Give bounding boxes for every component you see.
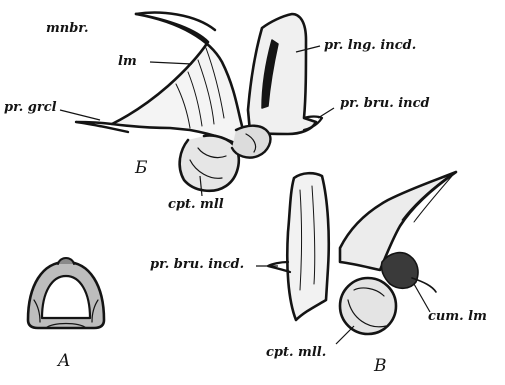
figure-a-drawing: [28, 258, 104, 328]
malleus-head-c: [340, 278, 396, 334]
ring-knob: [58, 258, 74, 264]
label-cum-lm: cum. lm: [428, 310, 487, 323]
leader-pr-bru-incd-top: [318, 108, 334, 118]
label-pr-bru-incd-top: pr. bru. incd: [340, 97, 430, 110]
label-lm: lm: [118, 55, 137, 68]
figure-b-drawing: [76, 13, 322, 191]
malleus-head: [180, 136, 239, 191]
label-pr-grcl: pr. grcl: [4, 101, 57, 114]
label-pr-bru-incd-bottom: pr. bru. incd.: [150, 258, 244, 271]
label-cpt-mll-top: cpt. mll: [168, 198, 224, 211]
incus-column: [287, 173, 328, 320]
label-pr-lng-incd: pr. lng. incd.: [324, 39, 416, 52]
leader-cum-lm: [414, 284, 430, 312]
incus-body: [248, 14, 316, 134]
leader-lm: [150, 62, 192, 64]
figure-letter-c: В: [374, 358, 387, 375]
leader-pr-grcl: [60, 110, 100, 120]
figure-letter-b: Б: [135, 160, 148, 177]
lamina-recess: [381, 253, 418, 289]
figure-letter-a: A: [58, 353, 70, 370]
leader-cpt-mll-bottom: [336, 326, 354, 344]
malleus-lamina: [112, 14, 248, 150]
articulation-b: [232, 126, 270, 158]
label-mnbr: mnbr.: [46, 22, 88, 35]
label-cpt-mll-bottom: cpt. mll.: [266, 346, 326, 359]
